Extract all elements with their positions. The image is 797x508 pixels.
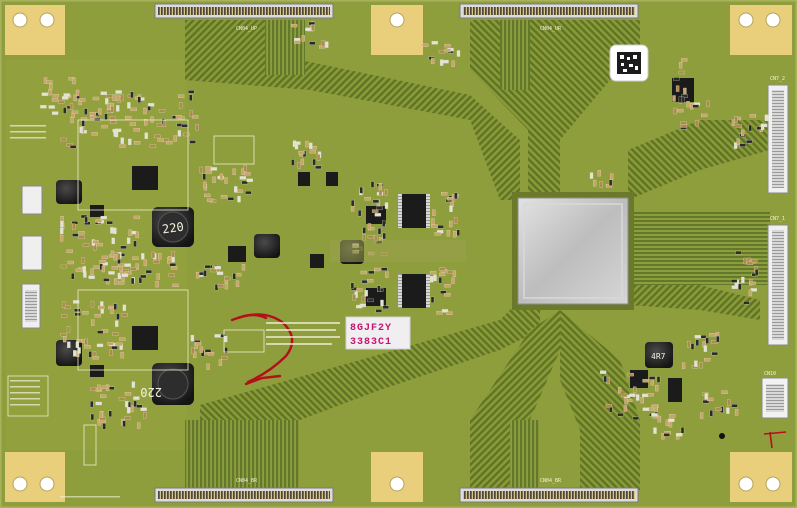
connector-label-right-lower: CN7_1 [770,216,785,222]
connector-label-bottom-right: CN04_BR [540,478,562,484]
connector-label-top-right: CN04_UR [540,26,562,32]
connector-label-right-upper: CN7_2 [770,76,785,82]
qr-code-sticker [609,44,649,82]
inductor-upper-marking: 220 [161,220,184,237]
serial-sticker [345,316,411,350]
red-marker-scribble [763,431,787,449]
smd-components [40,21,770,440]
connector-label-right-small: CN10 [764,371,776,377]
red-marker-arrow [230,313,294,386]
edge-connectors [154,3,639,503]
sticker-line-2: 3383C1 [350,337,392,348]
small-inductor-marking: 4R7 [651,352,666,361]
inductor-lower-marking: 220 [140,385,162,399]
silkscreen-text [10,125,340,498]
connector-label-bottom-left: CN04_BR [236,478,258,484]
sticker-line-1: 8GJF2Y [350,323,392,334]
silkscreen-outlines [7,119,265,466]
right-connectors [761,84,789,419]
shield-can [512,192,634,310]
inductors [56,180,673,405]
trace-bundles [185,20,770,490]
mounting-pads [5,5,792,502]
connector-label-top-left: CN04_UP [236,26,257,32]
left-connectors [21,185,43,329]
integrated-circuits [90,78,694,402]
